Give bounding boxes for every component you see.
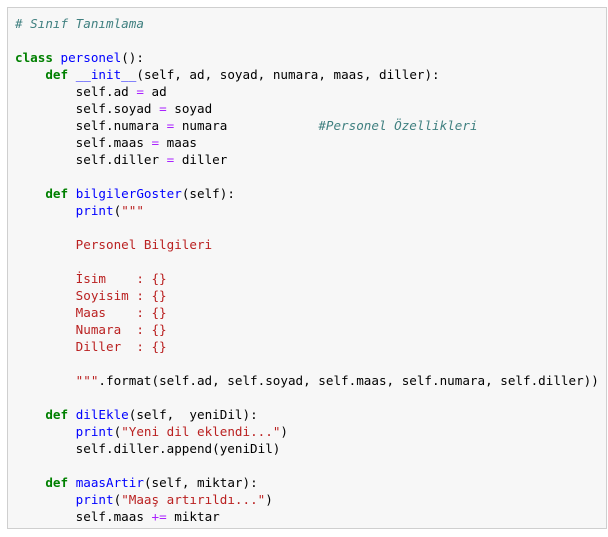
code-line: self.diller.append(yeniDil): [15, 440, 599, 457]
code-token: =: [159, 101, 167, 116]
code-token: (: [113, 203, 122, 218]
code-token: [15, 67, 45, 82]
code-token: ): [280, 424, 289, 439]
code-line: print("Maaş artırıldı..."): [15, 491, 599, 508]
code-line: [15, 32, 599, 49]
code-token: (self, yeniDil):: [128, 407, 258, 422]
code-token: numara: [174, 118, 319, 133]
code-token: class: [15, 50, 53, 65]
code-token: #Personel Özellikleri: [318, 118, 478, 133]
code-line: Maas : {}: [15, 304, 599, 321]
code-line: Diller : {}: [15, 338, 599, 355]
code-line: self.maas += miktar: [15, 508, 599, 525]
code-token: Soyisim : {}: [15, 288, 167, 303]
code-line: def maasArtir(self, miktar):: [15, 474, 599, 491]
code-line: class personel():: [15, 49, 599, 66]
code-token: [53, 50, 61, 65]
code-line: Personel Bilgileri: [15, 236, 599, 253]
code-token: self.maas: [15, 509, 152, 524]
code-token: self.numara: [15, 118, 167, 133]
code-line: def __init__(self, ad, soyad, numara, ma…: [15, 66, 599, 83]
code-token: (self, miktar):: [143, 475, 258, 490]
code-editor[interactable]: # Sınıf Tanımlama class personel(): def …: [15, 15, 599, 525]
code-token: print: [75, 492, 114, 507]
code-token: soyad: [166, 101, 213, 116]
code-token: =: [151, 135, 160, 150]
code-token: Maas : {}: [15, 305, 167, 320]
code-token: [68, 475, 76, 490]
code-token: """: [15, 373, 99, 388]
code-line: def bilgilerGoster(self):: [15, 185, 599, 202]
code-token: # Sınıf Tanımlama: [15, 16, 144, 31]
code-token: "Maaş artırıldı...": [121, 492, 266, 507]
code-token: self.ad: [15, 84, 137, 99]
code-token: diller: [174, 152, 228, 167]
code-token: Numara : {}: [15, 322, 167, 337]
code-line: self.diller = diller: [15, 151, 599, 168]
code-token: def: [45, 67, 69, 82]
code-token: =: [136, 84, 144, 99]
code-token: =: [166, 118, 175, 133]
code-token: .format(self.ad, self.soyad, self.maas, …: [98, 373, 599, 388]
code-line: self.soyad = soyad: [15, 100, 599, 117]
code-token: self.maas: [15, 135, 152, 150]
code-line: """.format(self.ad, self.soyad, self.maa…: [15, 372, 599, 389]
code-token: +=: [151, 509, 167, 524]
code-token: [15, 475, 45, 490]
code-line: # Sınıf Tanımlama: [15, 15, 599, 32]
code-token: def: [45, 407, 69, 422]
code-line: [15, 355, 599, 372]
code-token: print: [75, 424, 114, 439]
code-line: [15, 389, 599, 406]
code-line: [15, 168, 599, 185]
code-token: [15, 492, 76, 507]
code-token: self.soyad: [15, 101, 160, 116]
code-line: [15, 457, 599, 474]
code-line: İsim : {}: [15, 270, 599, 287]
code-token: =: [166, 152, 175, 167]
code-token: maas: [159, 135, 197, 150]
code-token: personel: [60, 50, 122, 65]
code-line: self.ad = ad: [15, 83, 599, 100]
code-token: ): [265, 492, 273, 507]
code-line: def dilEkle(self, yeniDil):: [15, 406, 599, 423]
code-token: (: [113, 492, 122, 507]
code-token: (self):: [181, 186, 235, 201]
code-token: [68, 407, 76, 422]
code-line: self.numara = numara #Personel Özellikle…: [15, 117, 599, 134]
code-line: [15, 253, 599, 270]
code-token: maasArtir: [75, 475, 144, 490]
code-line: Soyisim : {}: [15, 287, 599, 304]
code-line: Numara : {}: [15, 321, 599, 338]
code-token: [15, 407, 45, 422]
code-token: [15, 424, 76, 439]
code-token: Diller : {}: [15, 339, 167, 354]
code-cell[interactable]: # Sınıf Tanımlama class personel(): def …: [7, 7, 607, 529]
code-line: print(""": [15, 202, 599, 219]
code-line: [15, 219, 599, 236]
code-token: (self, ad, soyad, numara, maas, diller):: [136, 67, 440, 82]
code-token: def: [45, 186, 69, 201]
code-token: (: [113, 424, 122, 439]
code-token: [68, 67, 76, 82]
code-token: ():: [121, 50, 144, 65]
code-token: "Yeni dil eklendi...": [121, 424, 281, 439]
code-token: [68, 186, 76, 201]
code-line: self.maas = maas: [15, 134, 599, 151]
code-line: print("Yeni dil eklendi..."): [15, 423, 599, 440]
code-token: [15, 203, 76, 218]
code-token: """: [121, 203, 144, 218]
code-token: self.diller.append(yeniDil): [15, 441, 281, 456]
code-token: def: [45, 475, 69, 490]
code-token: Personel Bilgileri: [15, 237, 213, 252]
code-token: miktar: [166, 509, 220, 524]
code-token: self.diller: [15, 152, 167, 167]
code-token: bilgilerGoster: [75, 186, 182, 201]
code-token: İsim : {}: [15, 271, 167, 286]
code-token: print: [75, 203, 114, 218]
code-token: ad: [143, 84, 167, 99]
code-token: dilEkle: [75, 407, 129, 422]
code-token: __init__: [75, 67, 137, 82]
code-token: [15, 186, 45, 201]
